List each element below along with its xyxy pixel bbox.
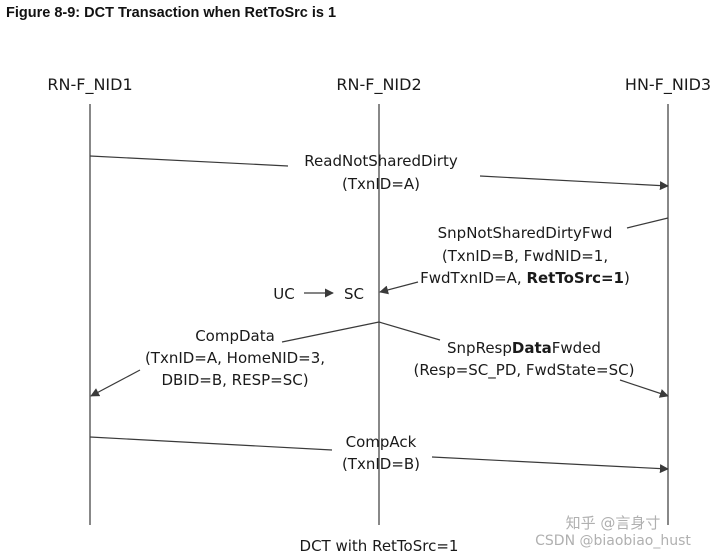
node-label-hn-f-nid3: HN-F_NID3 (625, 75, 711, 95)
snp-message-params-2: FwdTxnID=A, RetToSrc=1) (420, 269, 630, 287)
snpresp-message-name: SnpRespDataFwded (447, 339, 601, 357)
arrow-snpresp-segment-1 (378, 321, 441, 341)
message-comp-data: CompData (TxnID=A, HomeNID=3, DBID=B, RE… (90, 321, 380, 397)
diagram-caption: DCT with RetToSrc=1 (300, 537, 459, 555)
arrow-compdata-segment-2 (90, 369, 141, 397)
message-read-not-shared-dirty: ReadNotSharedDirty (TxnID=A) (89, 152, 669, 193)
snpresp-message-params: (Resp=SC_PD, FwdState=SC) (414, 361, 635, 380)
state-to-label: SC (344, 285, 364, 303)
watermark-csdn: CSDN @biaobiao_hust (535, 533, 691, 549)
arrow-snp-segment-2 (379, 281, 419, 295)
state-from-label: UC (273, 285, 294, 303)
arrow-compack-segment-1 (89, 436, 333, 451)
message-comp-ack: CompAck (TxnID=B) (89, 433, 669, 474)
arrow-read-segment-1 (89, 155, 289, 167)
compdata-message-params-2: DBID=B, RESP=SC) (161, 371, 308, 389)
figure-title: Figure 8-9: DCT Transaction when RetToSr… (6, 5, 337, 21)
node-label-rn-f-nid2: RN-F_NID2 (336, 75, 421, 95)
compdata-message-params-1: (TxnID=A, HomeNID=3, (145, 349, 325, 367)
node-label-rn-f-nid1: RN-F_NID1 (47, 75, 132, 95)
message-snp-not-shared-dirty-fwd: SnpNotSharedDirtyFwd (TxnID=B, FwdNID=1,… (379, 217, 669, 295)
read-message-name: ReadNotSharedDirty (304, 152, 458, 170)
compack-message-name: CompAck (346, 433, 417, 451)
arrow-snp-segment-1 (626, 217, 669, 229)
snp-message-params-1: (TxnID=B, FwdNID=1, (442, 247, 608, 265)
snp-message-name: SnpNotSharedDirtyFwd (438, 224, 613, 242)
compdata-message-name: CompData (195, 327, 275, 345)
message-snp-resp-data-fwded: SnpRespDataFwded (Resp=SC_PD, FwdState=S… (378, 321, 669, 398)
arrow-compack-segment-2 (431, 456, 669, 474)
watermark-zhihu: 知乎 @言身寸 (566, 514, 661, 532)
compack-message-params: (TxnID=B) (342, 455, 420, 473)
arrow-read-segment-2 (479, 175, 669, 191)
state-change: UC SC (273, 285, 364, 303)
arrow-snpresp-segment-2 (619, 379, 669, 398)
arrow-compdata-segment-1 (281, 321, 380, 343)
read-message-params: (TxnID=A) (342, 175, 420, 193)
